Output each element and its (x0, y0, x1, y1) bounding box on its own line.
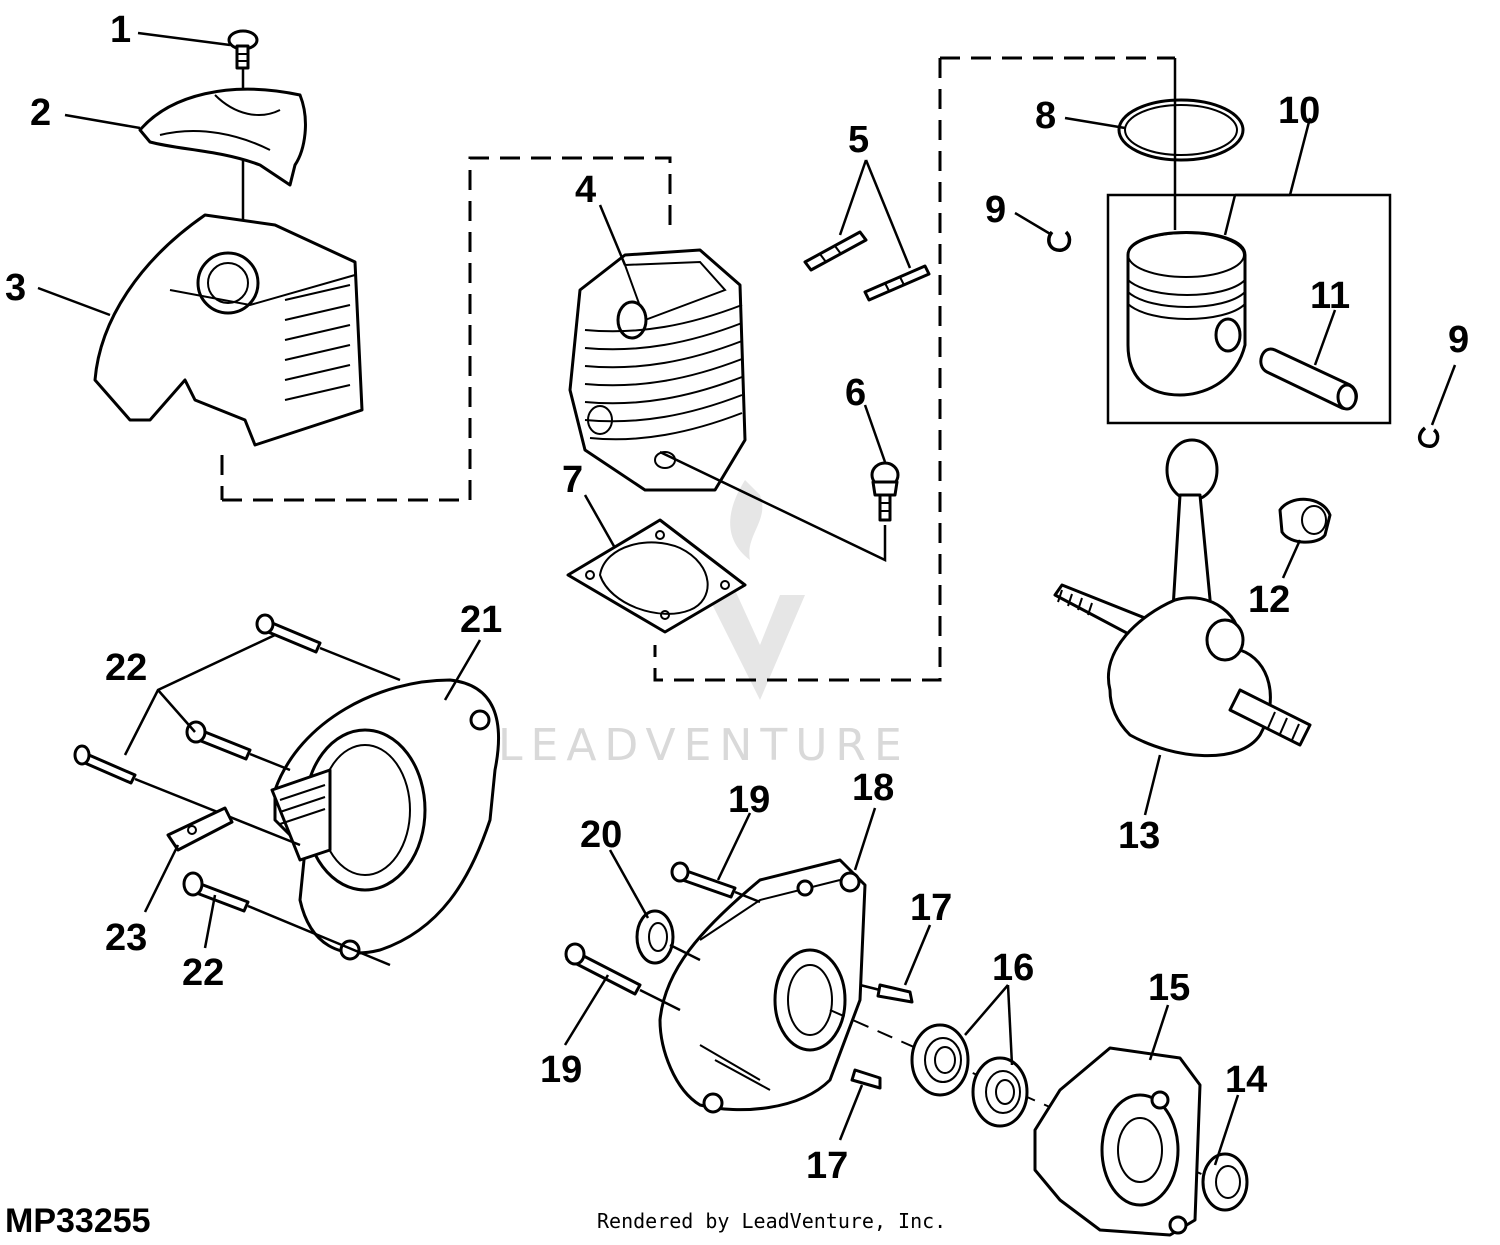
callout-23: 23 (105, 917, 147, 959)
cylinder-shroud-part (93, 213, 364, 447)
cylinder-bolt-part (659, 450, 900, 562)
callout-22-bottom: 22 (182, 952, 224, 994)
callout-22-top: 22 (105, 647, 147, 689)
callout-8: 8 (1035, 95, 1056, 137)
watermark-text: LEADVENTURE (498, 720, 910, 771)
piston-pin-part (1259, 347, 1358, 411)
figure-code: MP33255 (5, 1202, 151, 1240)
callout-17-top: 17 (910, 887, 952, 929)
piston-ring-part (1117, 58, 1245, 230)
crankcase-cover-part (1033, 1046, 1202, 1237)
callout-14: 14 (1225, 1059, 1267, 1101)
callout-4: 4 (575, 169, 596, 211)
housing-bolts-part (73, 613, 401, 967)
cylinder-gasket-part (566, 518, 747, 634)
oil-seal-part (635, 909, 701, 965)
cylinder-kit-dashed-box (220, 156, 672, 502)
callout-2: 2 (30, 92, 51, 134)
callout-10: 10 (1278, 90, 1320, 132)
crankshaft-part (1053, 438, 1312, 758)
callout-9-right: 9 (1448, 319, 1469, 361)
callout-1: 1 (110, 9, 131, 51)
callout-16: 16 (992, 947, 1034, 989)
piston-part (1126, 231, 1247, 397)
needle-bearing-part (1278, 497, 1332, 544)
cylinder-fins (584, 304, 743, 441)
callout-21: 21 (460, 599, 502, 641)
crankshaft-threads (1057, 589, 1300, 741)
render-credit: Rendered by LeadVenture, Inc. (597, 1209, 946, 1233)
leader-lines (37, 31, 1457, 1166)
circlip-part-right (1417, 426, 1440, 448)
callout-3: 3 (5, 267, 26, 309)
circlip-part-left (1047, 230, 1072, 252)
callout-19-bottom: 19 (540, 1049, 582, 1091)
wire-clip-part (166, 806, 234, 852)
callout-12: 12 (1248, 579, 1290, 621)
crankcase-dowel-pins-part (850, 983, 914, 1090)
callout-15: 15 (1148, 967, 1190, 1009)
ball-bearings-part (910, 1023, 1029, 1128)
callout-7: 7 (562, 459, 583, 501)
outer-oil-seal-part (1201, 1152, 1249, 1212)
callout-11: 11 (1310, 275, 1350, 317)
top-cover-part (138, 87, 307, 187)
cylinder-part (568, 248, 747, 492)
callout-6: 6 (845, 372, 866, 414)
callout-9-left: 9 (985, 189, 1006, 231)
callout-19-top: 19 (728, 779, 770, 821)
watermark: LEADVENTURE (498, 480, 910, 771)
shroud-fins (284, 284, 351, 401)
callout-17-bottom: 17 (806, 1145, 848, 1187)
callout-20: 20 (580, 814, 622, 856)
callout-18: 18 (852, 767, 894, 809)
crankcase-bolts-part (564, 861, 761, 1012)
callout-numbers: 1 2 3 4 5 6 7 8 9 10 11 9 12 13 14 15 16… (5, 9, 1469, 1187)
callout-13: 13 (1118, 815, 1160, 857)
crankcase-part (658, 858, 867, 1114)
fan-housing-part (270, 678, 501, 961)
piston-kit-dashed-box (653, 56, 1175, 682)
callout-5: 5 (848, 119, 869, 161)
dowel-pins-part (803, 230, 931, 302)
